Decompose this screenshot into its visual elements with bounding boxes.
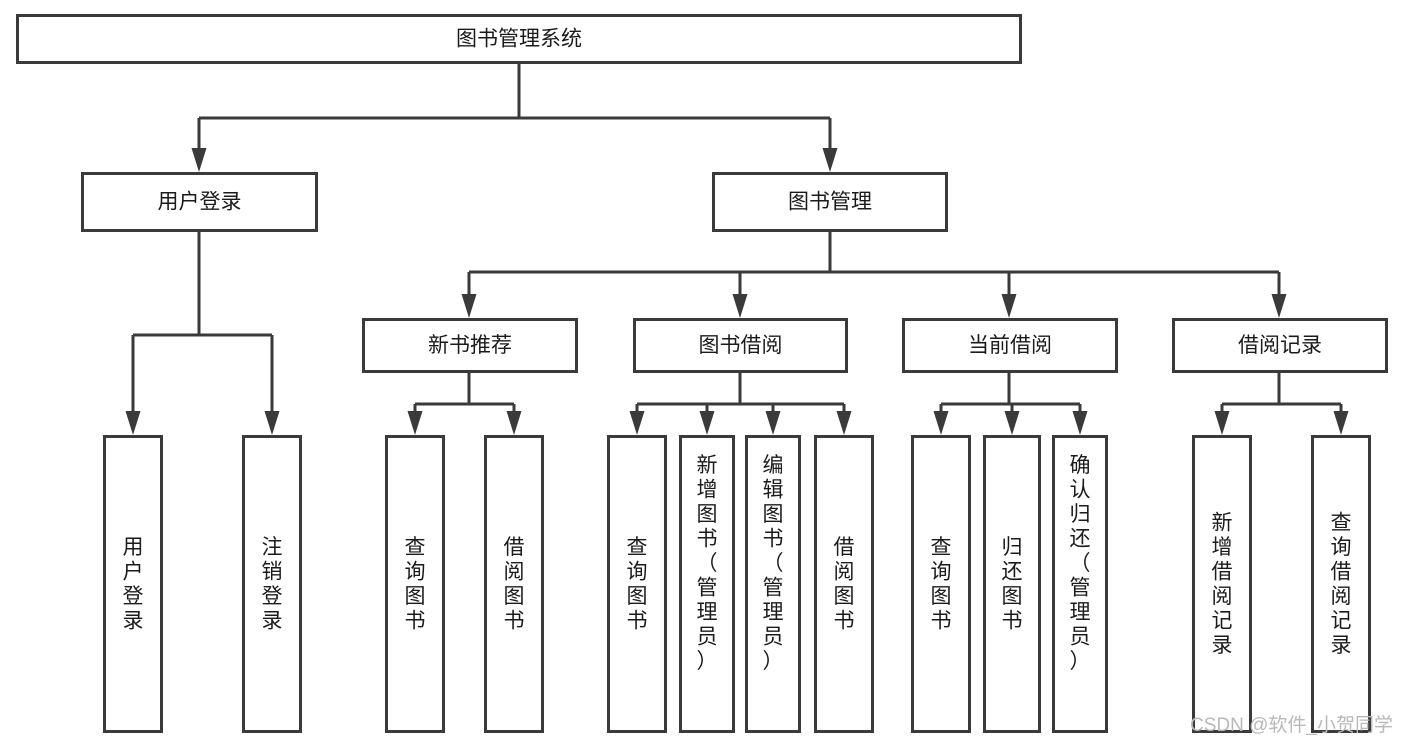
node-label-book-management: 图书管理 [788,191,872,214]
node-label-leaf-user-logout: 注销登录 [262,536,283,633]
arrow-user-login-node-icon [191,148,207,172]
arrow-leaf-add-book-icon [699,411,715,435]
node-layer: 图书管理系统用户登录图书管理新书推荐图书借阅当前借阅借阅记录用户登录注销登录查询… [16,14,1388,733]
node-box-user-login[interactable] [81,172,318,232]
node-box-borrow-record[interactable] [1172,318,1388,373]
node-leaf-return-book[interactable]: 归还图书 [983,435,1041,733]
arrow-leaf-user-logout-icon [264,411,280,435]
node-leaf-user-logout[interactable]: 注销登录 [242,435,302,733]
node-label-user-login: 用户登录 [158,191,242,214]
node-box-current-borrow[interactable] [902,318,1118,373]
arrow-leaf-user-login-icon [125,411,141,435]
arrow-current-borrow-icon [1001,294,1017,318]
node-box-leaf-add-book-admin[interactable] [679,435,735,733]
node-box-leaf-user-login[interactable] [103,435,163,733]
arrowhead-layer [125,148,1349,435]
watermark-layer: CSDN @软件_小贺同学 [1190,714,1393,736]
node-book-borrow[interactable]: 图书借阅 [633,318,848,373]
node-new-book-recommend[interactable]: 新书推荐 [362,318,578,373]
node-root[interactable]: 图书管理系统 [16,14,1022,64]
node-box-leaf-user-logout[interactable] [242,435,302,733]
node-label-leaf-add-borrow-record: 新增借阅记录 [1212,512,1233,658]
node-label-leaf-confirm-return-admin: 确认归还（管理员） [1070,454,1091,673]
node-leaf-borrow-book-recommend[interactable]: 借阅图书 [484,435,544,733]
node-box-leaf-query-book-recommend[interactable] [385,435,445,733]
arrow-leaf-query-record-icon [1333,411,1349,435]
node-leaf-query-book-current[interactable]: 查询图书 [911,435,971,733]
node-label-leaf-query-book-current: 查询图书 [931,536,952,633]
node-label-leaf-query-borrow-record: 查询借阅记录 [1331,512,1352,658]
arrow-leaf-query-current-icon [933,411,949,435]
node-label-root: 图书管理系统 [456,28,582,51]
node-leaf-query-borrow-record[interactable]: 查询借阅记录 [1311,435,1371,733]
node-leaf-user-login[interactable]: 用户登录 [103,435,163,733]
arrow-leaf-query-borrow-icon [629,411,645,435]
node-leaf-add-book-admin[interactable]: 新增图书（管理员） [679,435,735,733]
node-leaf-edit-book-admin[interactable]: 编辑图书（管理员） [745,435,801,733]
node-label-leaf-query-book-borrow: 查询图书 [627,536,648,633]
arrow-leaf-confirm-return-icon [1072,411,1088,435]
node-box-leaf-edit-book-admin[interactable] [745,435,801,733]
arrow-borrow-record-icon [1271,294,1287,318]
arrow-book-management-node-icon [822,148,838,172]
arrow-new-book-recommend-icon [461,294,477,318]
node-user-login[interactable]: 用户登录 [81,172,318,232]
node-label-leaf-edit-book-admin: 编辑图书（管理员） [763,454,784,673]
arrow-leaf-add-record-icon [1214,411,1230,435]
node-leaf-borrow-book[interactable]: 借阅图书 [814,435,874,733]
arrow-leaf-return-book-icon [1004,411,1020,435]
node-label-new-book-recommend: 新书推荐 [428,334,512,357]
node-box-leaf-confirm-return-admin[interactable] [1052,435,1108,733]
node-label-leaf-query-book-recommend: 查询图书 [405,536,426,633]
node-label-leaf-borrow-book: 借阅图书 [834,536,855,633]
node-box-new-book-recommend[interactable] [362,318,578,373]
node-book-management[interactable]: 图书管理 [712,172,948,232]
arrow-leaf-borrow-rec-icon [506,411,522,435]
node-box-leaf-return-book[interactable] [983,435,1041,733]
arrow-leaf-borrow-book-icon [836,411,852,435]
node-box-leaf-borrow-book-recommend[interactable] [484,435,544,733]
node-leaf-query-book-recommend[interactable]: 查询图书 [385,435,445,733]
node-box-root[interactable] [16,14,1022,64]
node-leaf-confirm-return-admin[interactable]: 确认归还（管理员） [1052,435,1108,733]
node-box-leaf-query-borrow-record[interactable] [1311,435,1371,733]
arrow-leaf-edit-book-icon [765,411,781,435]
node-label-book-borrow: 图书借阅 [699,334,783,357]
arrow-leaf-query-rec-icon [407,411,423,435]
arrow-book-borrow-icon [732,294,748,318]
csdn-watermark: CSDN @软件_小贺同学 [1190,714,1393,736]
node-box-leaf-add-borrow-record[interactable] [1192,435,1252,733]
node-label-leaf-return-book: 归还图书 [1002,536,1023,633]
node-box-leaf-query-book-borrow[interactable] [607,435,667,733]
node-current-borrow[interactable]: 当前借阅 [902,318,1118,373]
node-label-leaf-borrow-book-recommend: 借阅图书 [504,536,525,633]
node-label-borrow-record: 借阅记录 [1238,334,1322,357]
node-label-leaf-add-book-admin: 新增图书（管理员） [697,454,718,673]
node-borrow-record[interactable]: 借阅记录 [1172,318,1388,373]
node-box-leaf-borrow-book[interactable] [814,435,874,733]
node-box-book-management[interactable] [712,172,948,232]
node-leaf-query-book-borrow[interactable]: 查询图书 [607,435,667,733]
node-box-book-borrow[interactable] [633,318,848,373]
node-box-leaf-query-book-current[interactable] [911,435,971,733]
node-label-leaf-user-login: 用户登录 [123,536,144,633]
node-leaf-add-borrow-record[interactable]: 新增借阅记录 [1192,435,1252,733]
node-label-current-borrow: 当前借阅 [968,334,1052,357]
